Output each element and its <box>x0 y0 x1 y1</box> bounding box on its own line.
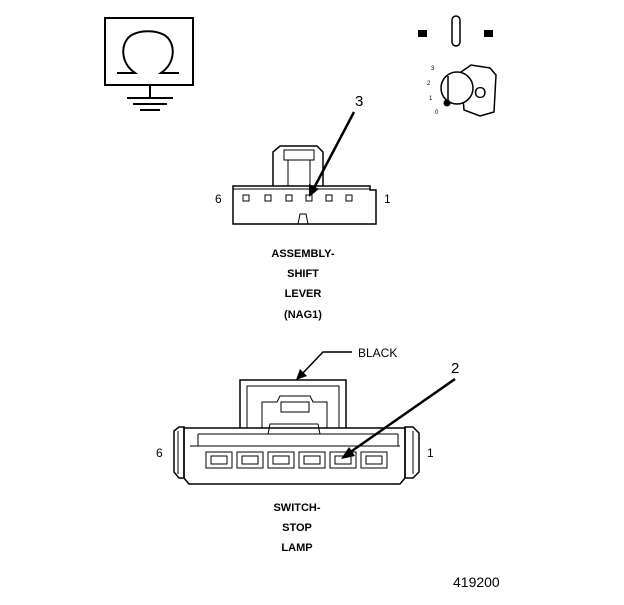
ignition-off-indicator <box>418 15 493 47</box>
shift-lever-label-line-1: ASSEMBLY- <box>271 248 335 260</box>
ignition-key-icon: O 3 2 1 0 <box>427 64 497 117</box>
shift-lever-label-line-2: SHIFT <box>287 268 319 280</box>
ignition-position-3: 3 <box>431 66 435 72</box>
stop-lamp-label-line-3: LAMP <box>281 542 312 554</box>
shift-lever-pin-1-label: 1 <box>384 192 391 206</box>
callout-2-arrow <box>341 377 456 459</box>
callout-3-label: 3 <box>355 93 363 110</box>
ground-icon <box>127 85 173 111</box>
ignition-position-1: 1 <box>429 96 433 102</box>
black-color-leader <box>296 351 352 380</box>
shift-lever-pin-cavities <box>242 194 353 202</box>
stop-lamp-connector <box>173 379 420 485</box>
stop-lamp-label-line-1: SWITCH- <box>273 502 320 514</box>
shift-lever-label-line-4: (NAG1) <box>284 309 322 321</box>
shift-lever-pin-6-label: 6 <box>215 192 222 206</box>
callout-2-label: 2 <box>451 360 459 377</box>
shift-lever-label-line-3: LEVER <box>285 288 322 300</box>
callout-3-arrow <box>309 111 356 197</box>
ignition-key-letter: O <box>474 85 486 102</box>
stop-lamp-pin-1-label: 1 <box>427 446 434 460</box>
ohmmeter-icon <box>104 17 194 86</box>
stop-lamp-pin-cavities <box>205 451 388 469</box>
ignition-position-2: 2 <box>427 81 431 87</box>
ignition-position-0: 0 <box>435 110 439 116</box>
stop-lamp-pin-6-label: 6 <box>156 446 163 460</box>
connector-color-label: BLACK <box>358 346 397 360</box>
shift-lever-connector <box>232 145 377 225</box>
figure-number: 419200 <box>453 574 500 590</box>
stop-lamp-label-line-2: STOP <box>282 522 312 534</box>
